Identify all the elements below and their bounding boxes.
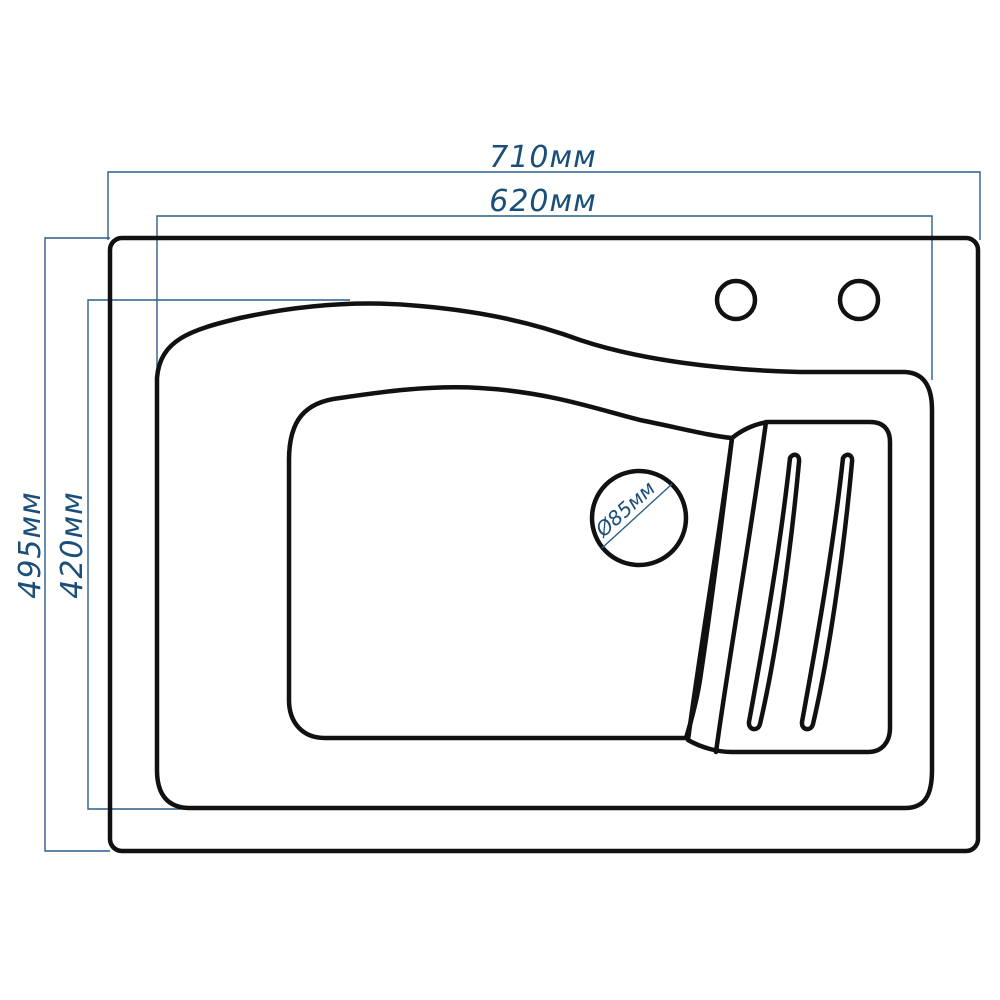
drain-diameter-line (601, 483, 673, 549)
outer-width-dimension-line (107, 171, 981, 240)
drainboard-slope-line (713, 419, 769, 755)
drain-diameter-label: Ø85мм (590, 476, 660, 542)
inner-height-dimension-line (87, 299, 350, 810)
inner-height-label: 420мм (55, 491, 90, 599)
sink-inner-contour (154, 301, 935, 811)
outer-height-label: 495мм (13, 491, 48, 599)
tap-hole-left (714, 278, 758, 322)
inner-width-label: 620мм (489, 184, 597, 219)
outer-width-label: 710мм (489, 140, 597, 175)
inner-width-dimension-line (156, 215, 933, 380)
drain-hole (589, 468, 689, 568)
drainboard-groove-right (799, 452, 855, 732)
outer-height-dimension-line (44, 237, 110, 852)
drainboard-groove-left (746, 452, 802, 732)
sink-outer-rim (107, 235, 981, 854)
drainboard (685, 419, 893, 755)
sink-bowl (286, 385, 735, 741)
tap-hole-right (837, 278, 881, 322)
